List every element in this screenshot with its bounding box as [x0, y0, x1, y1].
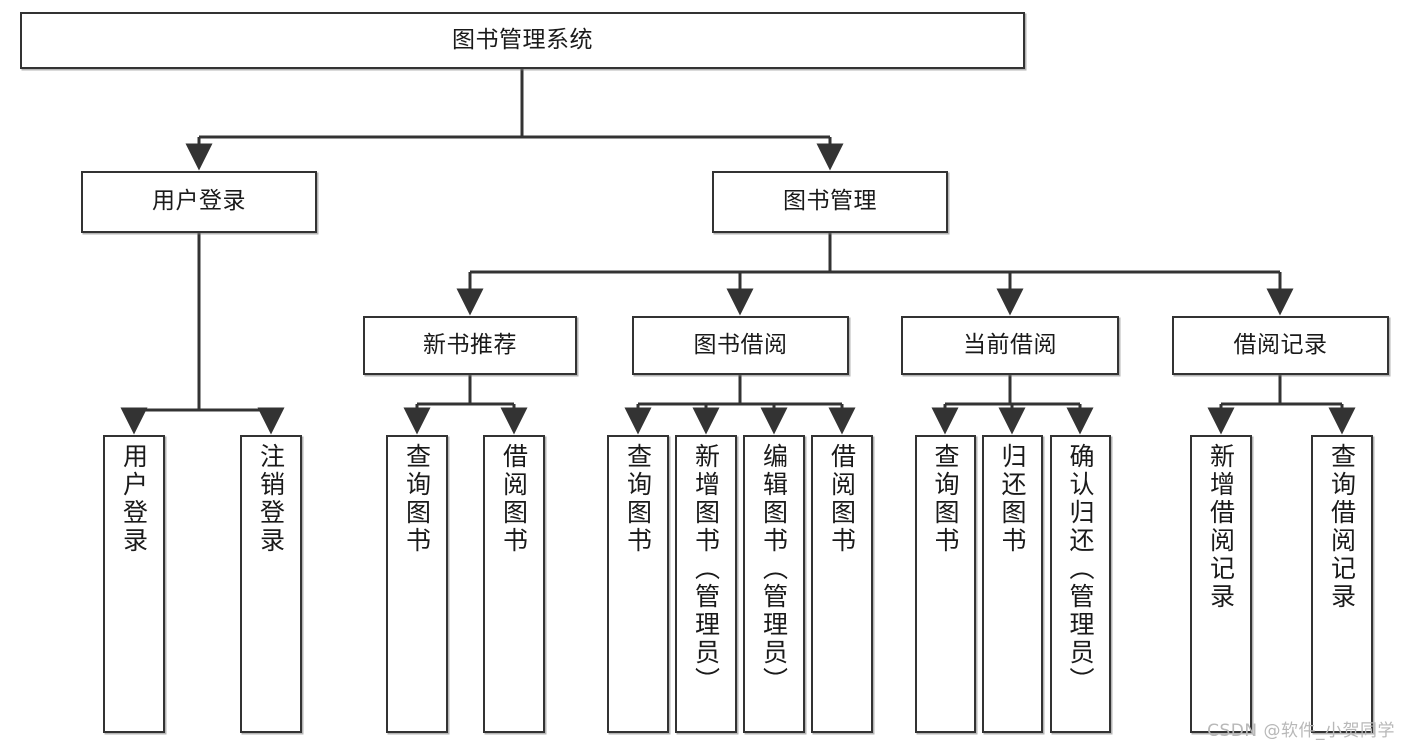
- node-user-login[interactable]: 用户登录: [81, 171, 317, 233]
- node-book-management[interactable]: 图书管理: [712, 171, 948, 233]
- leaf-user-login[interactable]: 用户登录: [103, 435, 165, 733]
- leaf-borrow-book-newbook[interactable]: 借阅图书: [483, 435, 545, 733]
- node-book-borrow[interactable]: 图书借阅: [632, 316, 849, 375]
- node-label: 查询图书: [931, 443, 960, 555]
- node-label: 借阅图书: [499, 443, 529, 555]
- node-label: 新增借阅记录: [1206, 443, 1236, 611]
- leaf-query-book-borrow[interactable]: 查询图书: [607, 435, 669, 733]
- node-label: 查询图书: [623, 443, 653, 555]
- leaf-query-book-current[interactable]: 查询图书: [915, 435, 976, 733]
- node-label: 借阅记录: [1233, 331, 1328, 358]
- node-label: 新书推荐: [423, 331, 517, 358]
- node-label: 归还图书: [998, 443, 1027, 555]
- leaf-edit-book-admin[interactable]: 编辑图书（管理员）: [743, 435, 805, 733]
- leaf-add-borrow-record[interactable]: 新增借阅记录: [1190, 435, 1252, 733]
- node-label: 当前借阅: [963, 331, 1057, 358]
- node-label: 编辑图书（管理员）: [759, 443, 789, 695]
- leaf-add-book-admin[interactable]: 新增图书（管理员）: [675, 435, 737, 733]
- node-label: 用户登录: [152, 188, 246, 215]
- node-label: 图书借阅: [693, 331, 788, 358]
- node-label: 查询借阅记录: [1327, 443, 1357, 611]
- node-new-book-recommend[interactable]: 新书推荐: [363, 316, 577, 375]
- node-label: 借阅图书: [827, 443, 857, 555]
- leaf-confirm-return-admin[interactable]: 确认归还（管理员）: [1050, 435, 1111, 733]
- leaf-query-borrow-record[interactable]: 查询借阅记录: [1311, 435, 1373, 733]
- csdn-watermark: CSDN @软件_小贺同学: [1207, 721, 1395, 741]
- leaf-return-book[interactable]: 归还图书: [982, 435, 1043, 733]
- node-current-borrow[interactable]: 当前借阅: [901, 316, 1119, 375]
- node-label: 图书管理: [783, 188, 877, 215]
- node-label: 新增图书（管理员）: [691, 443, 721, 695]
- node-root-system[interactable]: 图书管理系统: [20, 12, 1025, 69]
- node-label: 用户登录: [119, 443, 149, 555]
- leaf-logout[interactable]: 注销登录: [240, 435, 302, 733]
- leaf-query-book-newbook[interactable]: 查询图书: [386, 435, 448, 733]
- leaf-lend-book[interactable]: 借阅图书: [811, 435, 873, 733]
- node-borrow-records[interactable]: 借阅记录: [1172, 316, 1389, 375]
- node-label: 注销登录: [256, 443, 286, 555]
- node-label: 确认归还（管理员）: [1066, 443, 1095, 695]
- node-label: 图书管理系统: [452, 26, 593, 53]
- node-label: 查询图书: [402, 443, 432, 555]
